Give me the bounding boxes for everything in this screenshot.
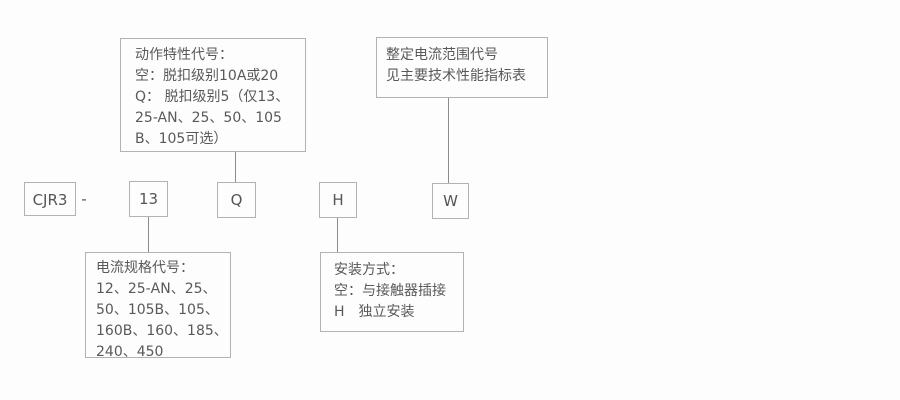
code-box-current-spec: 13 <box>129 181 168 217</box>
callout-text-line: H 独立安装 <box>334 304 415 320</box>
connector-setting-current-range <box>448 98 449 183</box>
callout-current-spec: 电流规格代号： 12、25-AN、25、 50、105B、105、 160B、1… <box>85 252 231 360</box>
callout-action-characteristic: 动作特性代号： 空：脱扣级别10A或20 Q： 脱扣级别5（仅13、 25-AN… <box>120 38 306 152</box>
callout-text-line: 见主要技术性能指标表 <box>386 68 526 84</box>
callout-text-line: 空：脱扣级别10A或20 <box>135 68 279 84</box>
connector-mounting-method <box>337 218 338 252</box>
callout-setting-current-range: 整定电流范围代号 见主要技术性能指标表 <box>376 37 548 98</box>
code-box-action-characteristic: Q <box>217 182 256 218</box>
callout-text-line: 电流规格代号： <box>96 260 194 276</box>
callout-text-line: B、105可选） <box>135 131 228 147</box>
callout-text-line: 160B、160、185、 <box>96 323 228 339</box>
model-separator-dash: - <box>81 190 87 208</box>
code-box-mounting-method: H <box>319 182 357 218</box>
callout-text-line: 安装方式： <box>334 262 404 278</box>
code-box-setting-current-range: W <box>432 183 469 219</box>
callout-text-line: 空：与接触器插接 <box>334 283 446 299</box>
callout-text-line: 50、105B、105、 <box>96 302 219 318</box>
connector-current-spec <box>148 217 149 252</box>
callout-text-line: 整定电流范围代号 <box>386 47 498 63</box>
callout-text-line: Q： 脱扣级别5（仅13、 <box>135 89 290 105</box>
callout-text-line: 25-AN、25、50、105 <box>135 110 282 126</box>
callout-text-line: 12、25-AN、25、 <box>96 281 217 297</box>
connector-action-characteristic <box>235 152 236 182</box>
callout-text-line: 240、450 <box>96 344 164 360</box>
callout-mounting-method: 安装方式： 空：与接触器插接 H 独立安装 <box>320 252 464 332</box>
model-prefix-box: CJR3 <box>24 182 76 216</box>
callout-text-line: 动作特性代号： <box>135 47 233 63</box>
